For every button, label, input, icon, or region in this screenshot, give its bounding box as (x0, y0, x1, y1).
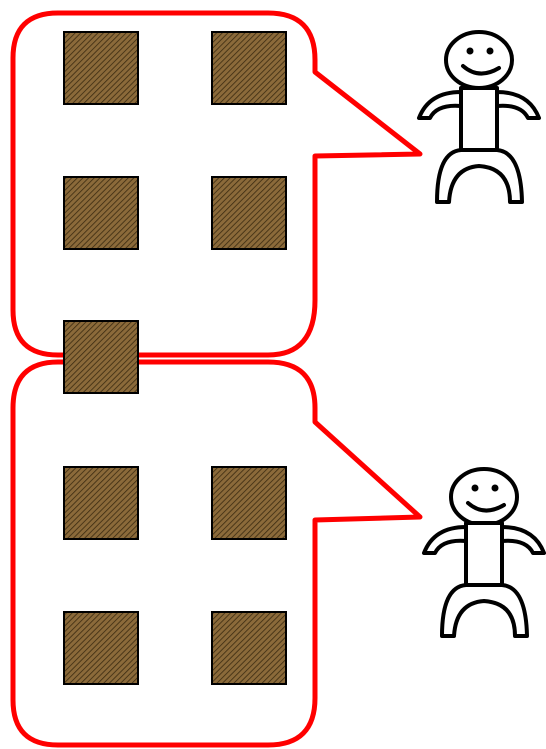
block (64, 612, 138, 684)
figure-head (451, 469, 517, 525)
stick-figure-icon (419, 32, 539, 202)
figure-torso (461, 88, 497, 150)
block (212, 32, 286, 104)
figure-legs (442, 585, 527, 636)
speech-bubble-lower (13, 362, 420, 745)
block (64, 177, 138, 249)
figure-torso (466, 523, 502, 585)
figure-legs (437, 150, 522, 202)
block (212, 612, 286, 684)
stick-figure-icon (424, 469, 544, 636)
figure-head (446, 32, 512, 88)
block (64, 467, 138, 539)
block (212, 177, 286, 249)
upper-blocks (64, 32, 286, 393)
block (64, 32, 138, 104)
block (64, 321, 138, 393)
block (212, 467, 286, 539)
lower-blocks (64, 467, 286, 684)
